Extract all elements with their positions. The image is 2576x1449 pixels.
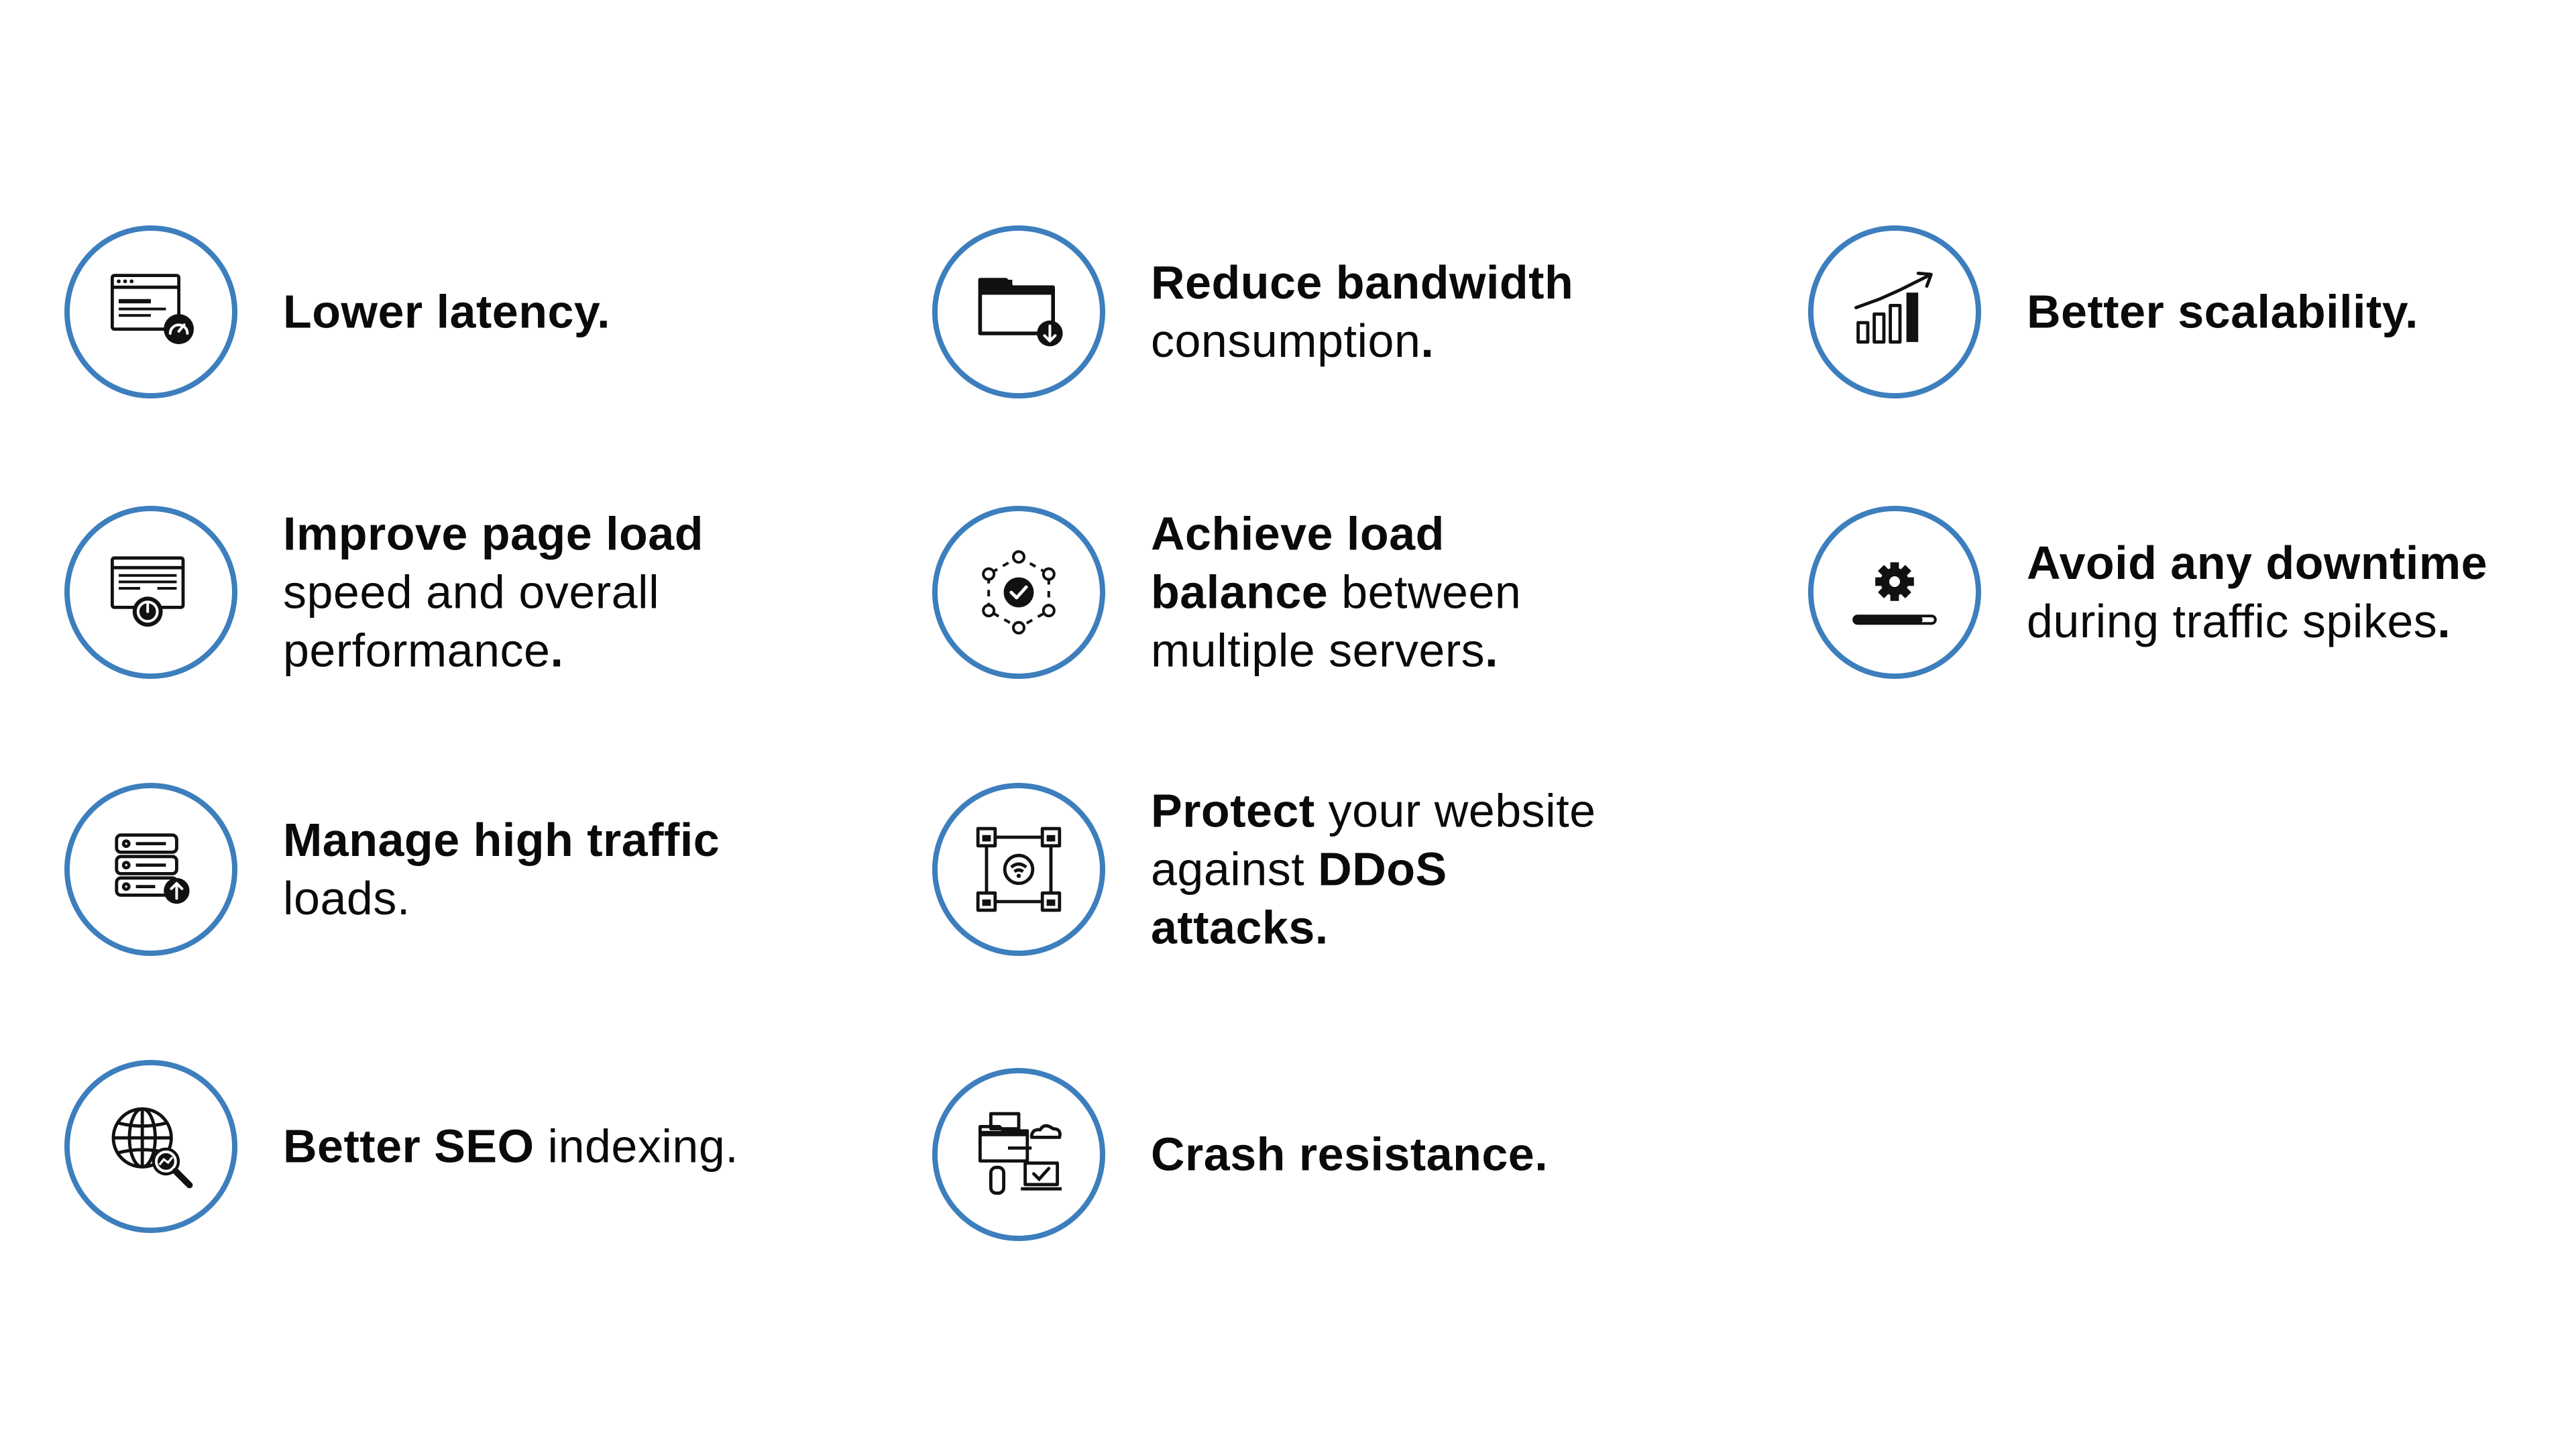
bold-text: Avoid any downtime	[2027, 537, 2488, 589]
feature-text-line: Manage high traffic	[283, 811, 720, 869]
feature-text-line: Protect your website	[1151, 782, 1596, 841]
feature-text-line: performance.	[283, 622, 704, 680]
feature-better-scalability: Better scalability.	[1808, 225, 2576, 400]
feature-manage-high-traffic: Manage high traffic loads.	[64, 783, 896, 957]
feature-text: Manage high traffic loads.	[283, 811, 720, 928]
secure-network-icon	[976, 826, 1062, 912]
regular-text: against	[1151, 843, 1319, 896]
growth-chart-icon	[1854, 272, 1933, 344]
bold-text: .	[1485, 624, 1499, 677]
icon-ring	[932, 1068, 1105, 1241]
feature-text: Better SEO indexing.	[283, 1118, 738, 1176]
regular-text: indexing.	[534, 1120, 739, 1173]
regular-text: performance	[283, 624, 551, 677]
feature-text-line: attacks.	[1151, 899, 1596, 957]
bold-text: Reduce bandwidth	[1151, 256, 1574, 309]
feature-text: Better scalability.	[2027, 283, 2418, 341]
feature-better-seo: Better SEO indexing.	[64, 1060, 896, 1234]
regular-text: speed and overall	[283, 566, 660, 619]
feature-text-line: Better scalability.	[2027, 283, 2418, 341]
feature-text-line: against DDoS	[1151, 841, 1596, 899]
regular-text: loads.	[283, 872, 410, 924]
feature-text: Crash resistance.	[1151, 1126, 1548, 1184]
globe-search-icon	[111, 1107, 193, 1189]
feature-text-line: multiple servers.	[1151, 622, 1521, 680]
feature-text-line: Achieve load	[1151, 505, 1521, 564]
bold-text: .	[2437, 595, 2451, 647]
bold-text: Manage high traffic	[283, 814, 720, 866]
feature-text-line: Lower latency.	[283, 283, 610, 341]
page-speedometer-icon	[111, 556, 185, 627]
bold-text: Lower latency.	[283, 285, 611, 338]
bold-text: balance	[1151, 566, 1329, 619]
icon-ring	[932, 506, 1105, 679]
bold-text: Better scalability.	[2027, 285, 2418, 338]
feature-text-line: speed and overall	[283, 564, 704, 622]
bold-text: .	[1420, 315, 1435, 367]
feature-text-line: Better SEO indexing.	[283, 1118, 738, 1176]
bold-text: Crash resistance.	[1151, 1128, 1549, 1181]
devices-cloud-icon	[978, 1112, 1062, 1195]
icon-ring	[64, 506, 237, 679]
icon-ring	[64, 783, 237, 956]
feature-text-line: Crash resistance.	[1151, 1126, 1548, 1184]
bold-text: Protect	[1151, 784, 1315, 837]
network-check-icon	[982, 550, 1056, 635]
gear-progress-icon	[1852, 562, 1937, 625]
feature-crash-resistance: Crash resistance.	[932, 1068, 1764, 1242]
bold-text: Achieve load	[1151, 507, 1445, 560]
bold-text: .	[550, 624, 564, 677]
feature-text-line: balance between	[1151, 564, 1521, 622]
bold-text: DDoS	[1318, 843, 1447, 896]
folder-download-icon	[978, 278, 1063, 347]
regular-text: consumption	[1151, 315, 1421, 367]
feature-text-line: loads.	[283, 869, 720, 928]
icon-ring	[1808, 225, 1981, 398]
icon-ring	[1808, 506, 1981, 679]
regular-text: multiple servers	[1151, 624, 1486, 677]
regular-text: during traffic spikes	[2027, 595, 2438, 647]
regular-text: between	[1328, 566, 1522, 619]
bold-text: attacks.	[1151, 901, 1329, 954]
bold-text: Better SEO	[283, 1120, 535, 1173]
feature-text-line: during traffic spikes.	[2027, 592, 2487, 651]
regular-text: your website	[1314, 784, 1596, 837]
icon-ring	[932, 225, 1105, 398]
feature-lower-latency: Lower latency.	[64, 225, 896, 400]
browser-speedometer-icon	[111, 274, 194, 344]
bold-text: Improve page load	[283, 507, 704, 560]
feature-text-line: Avoid any downtime	[2027, 534, 2487, 592]
feature-text: Lower latency.	[283, 283, 610, 341]
feature-text-line: consumption.	[1151, 312, 1573, 370]
icon-ring	[932, 783, 1105, 956]
feature-text-line: Improve page load	[283, 505, 704, 564]
feature-text-line: Reduce bandwidth	[1151, 254, 1573, 312]
server-upload-icon	[115, 833, 190, 904]
icon-ring	[64, 1060, 237, 1233]
icon-ring	[64, 225, 237, 398]
